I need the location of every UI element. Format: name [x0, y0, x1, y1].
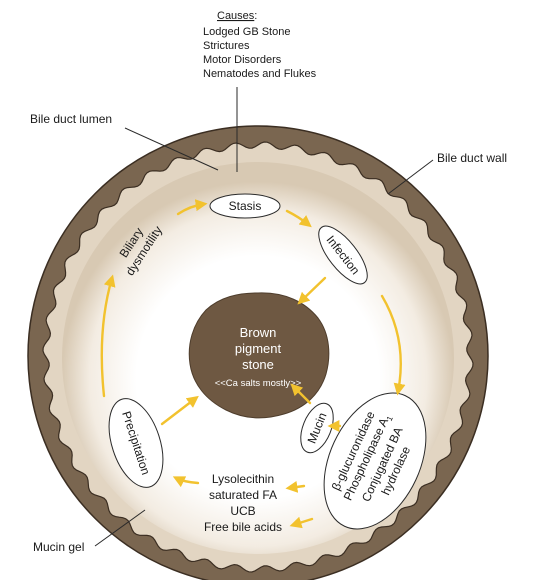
- arrow-dysmotility-to-stasis: [176, 199, 208, 216]
- cause-item-3: Motor Disorders: [203, 54, 282, 66]
- stone-title-line-1: Brown: [240, 325, 277, 340]
- mucin-gel-leader: [94, 509, 146, 547]
- precipitation-node: [108, 398, 164, 488]
- stone-title-line-2: pigment: [235, 341, 282, 356]
- arrow-products-to-precipitation: [172, 476, 200, 488]
- arrow-infection-to-enzymes: [380, 294, 406, 396]
- bile-duct-lumen-label: Bile duct lumen: [30, 112, 112, 126]
- enzymes-node: [323, 392, 427, 530]
- stasis-label: Stasis: [229, 199, 262, 213]
- product-saturated-fa: saturated FA: [209, 488, 277, 502]
- arrow-stasis-to-infection: [285, 209, 312, 228]
- arrow-enzymes-to-free-bile-acids: [289, 516, 314, 529]
- arrow-precipitation-to-dysmotility: [100, 274, 116, 398]
- bile-duct-wall-label: Bile duct wall: [437, 151, 507, 165]
- causes-heading: Causes:: [217, 10, 257, 22]
- arrow-mucin-to-stone: [290, 383, 312, 405]
- stasis-node: [209, 193, 281, 219]
- product-ucb: UCB: [230, 504, 255, 518]
- cause-item-2: Strictures: [203, 40, 250, 52]
- arrow-enzymes-to-products: [285, 480, 306, 493]
- cause-item-1: Lodged GB Stone: [203, 26, 290, 38]
- bile-duct-lumen-leader: [124, 127, 219, 171]
- bile-duct-wall-leader: [387, 159, 434, 195]
- mucin-node: [300, 402, 334, 454]
- stone-title-line-3: stone: [242, 357, 274, 372]
- arrow-precipitation-to-stone: [160, 395, 199, 426]
- mucin-gel-label: Mucin gel: [33, 540, 84, 554]
- arrow-infection-to-stone: [297, 276, 327, 305]
- cause-item-4: Nematodes and Flukes: [203, 68, 317, 80]
- product-lysolecithin: Lysolecithin: [212, 472, 274, 486]
- stone-note: <<Ca salts mostly>>: [215, 378, 302, 389]
- product-free-bile-acids: Free bile acids: [204, 520, 282, 534]
- infection-node: [318, 225, 368, 285]
